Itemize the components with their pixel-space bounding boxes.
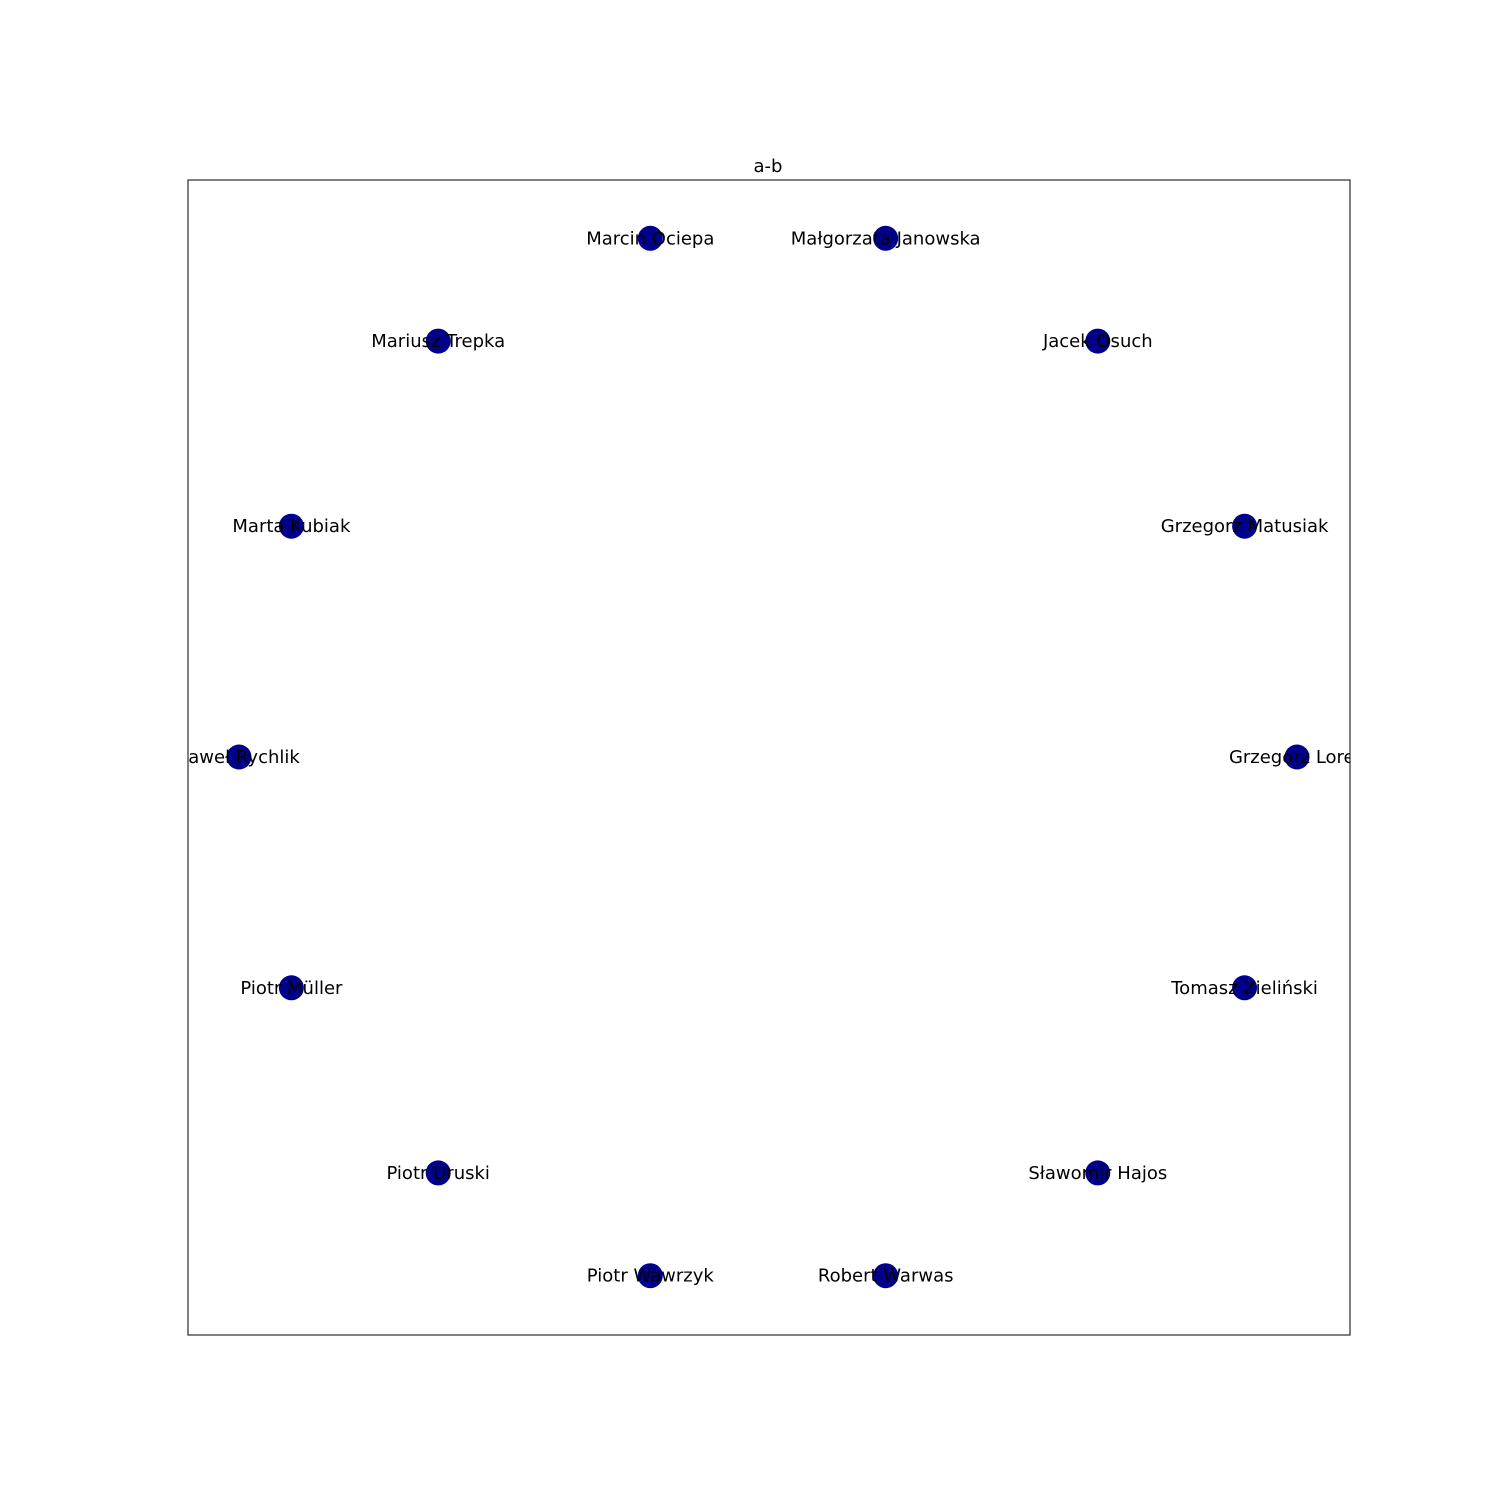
node-label: Grzegorz Lorek [1229, 747, 1366, 768]
node-marker [425, 328, 451, 354]
graph-node: Robert Warwas [818, 1263, 954, 1289]
node-label: Paweł Rychlik [178, 747, 300, 768]
node-marker [278, 513, 304, 539]
node-marker [1085, 1160, 1111, 1186]
node-marker [1232, 975, 1258, 1001]
node-label: Marcin Ociepa [586, 228, 714, 249]
node-marker [425, 1160, 451, 1186]
graph-title: a-b [754, 156, 783, 177]
node-label: Piotr Wawrzyk [587, 1266, 715, 1287]
node-marker [278, 975, 304, 1001]
node-label: Piotr Uruski [386, 1163, 489, 1184]
node-marker [873, 225, 899, 251]
node-label: Marta Kubiak [232, 516, 351, 537]
graph-node: Piotr Uruski [386, 1160, 490, 1186]
node-label: Małgorzata Janowska [791, 228, 981, 249]
graph-node: Piotr Müller [240, 975, 343, 1001]
node-marker [1085, 328, 1111, 354]
graph-node: Grzegorz Lorek [1229, 744, 1366, 770]
graph-node: Sławomir Hajos [1028, 1160, 1167, 1186]
plot-frame [187, 179, 1351, 1336]
graph-node: Piotr Wawrzyk [587, 1263, 715, 1289]
node-marker [1284, 744, 1310, 770]
node-label: Grzegorz Matusiak [1161, 516, 1329, 537]
node-label: Robert Warwas [818, 1266, 954, 1287]
graph-node: Marta Kubiak [232, 513, 351, 539]
node-label: Sławomir Hajos [1028, 1163, 1167, 1184]
graph-node: Marcin Ociepa [586, 225, 714, 251]
node-label: Jacek Osuch [1042, 331, 1153, 352]
node-marker [873, 1263, 899, 1289]
graph-node: Paweł Rychlik [178, 744, 300, 770]
node-marker [1232, 513, 1258, 539]
node-label: Piotr Müller [240, 978, 343, 999]
graph-node: Jacek Osuch [1042, 328, 1153, 354]
graph-node: Grzegorz Matusiak [1161, 513, 1329, 539]
node-marker [637, 1263, 663, 1289]
node-label: Mariusz Trepka [371, 331, 505, 352]
graph-node: Małgorzata Janowska [791, 225, 981, 251]
node-label: Tomasz Zieliński [1170, 978, 1318, 999]
node-marker [226, 744, 252, 770]
node-marker [637, 225, 663, 251]
graph-node: Mariusz Trepka [371, 328, 505, 354]
graph-node: Tomasz Zieliński [1170, 975, 1318, 1001]
